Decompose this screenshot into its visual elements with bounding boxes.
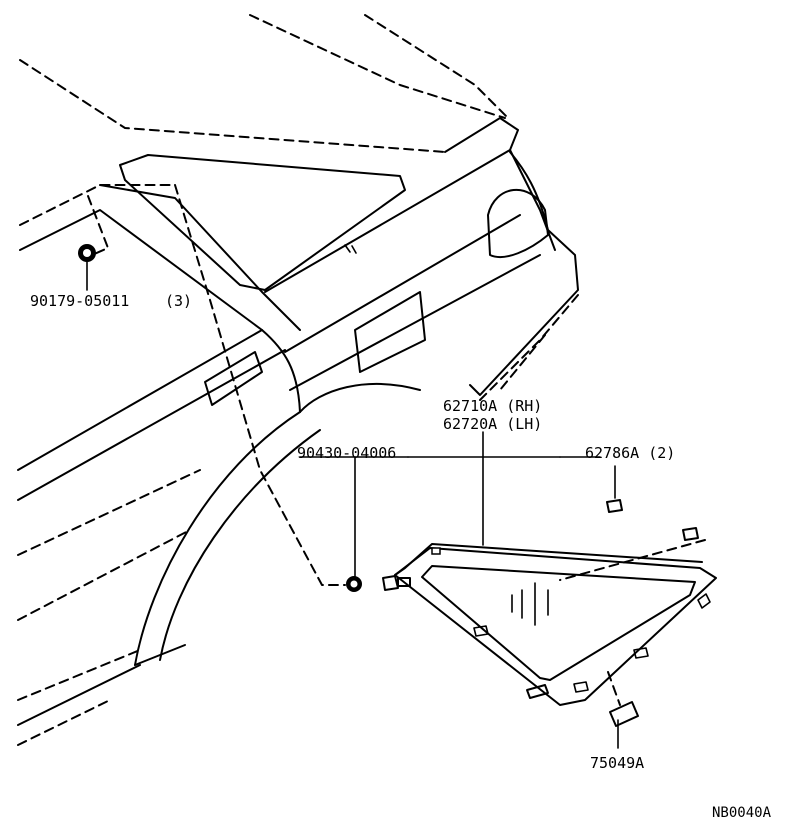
part-qty-90179-05011: (3) xyxy=(165,292,192,310)
part-label-90430-04006: 90430-04006 xyxy=(297,444,396,462)
clip-75049 xyxy=(607,671,639,749)
part-label-90179-05011: 90179-05011 xyxy=(30,292,129,310)
trim-leader-lines xyxy=(407,431,601,546)
quarter-window-trim xyxy=(394,543,717,706)
clip-90179 xyxy=(78,195,109,291)
nut-90430 xyxy=(299,456,409,592)
diagram-code: NB0040A xyxy=(712,805,772,821)
clip-62786 xyxy=(559,465,706,581)
part-label-62786A: 62786A (2) xyxy=(585,444,675,462)
part-label-62710A: 62710A (RH) xyxy=(443,397,542,415)
part-label-62720A: 62720A (LH) xyxy=(443,415,542,433)
install-path-line xyxy=(174,184,346,586)
part-label-75049A: 75049A xyxy=(590,754,644,772)
car-body xyxy=(17,14,579,746)
